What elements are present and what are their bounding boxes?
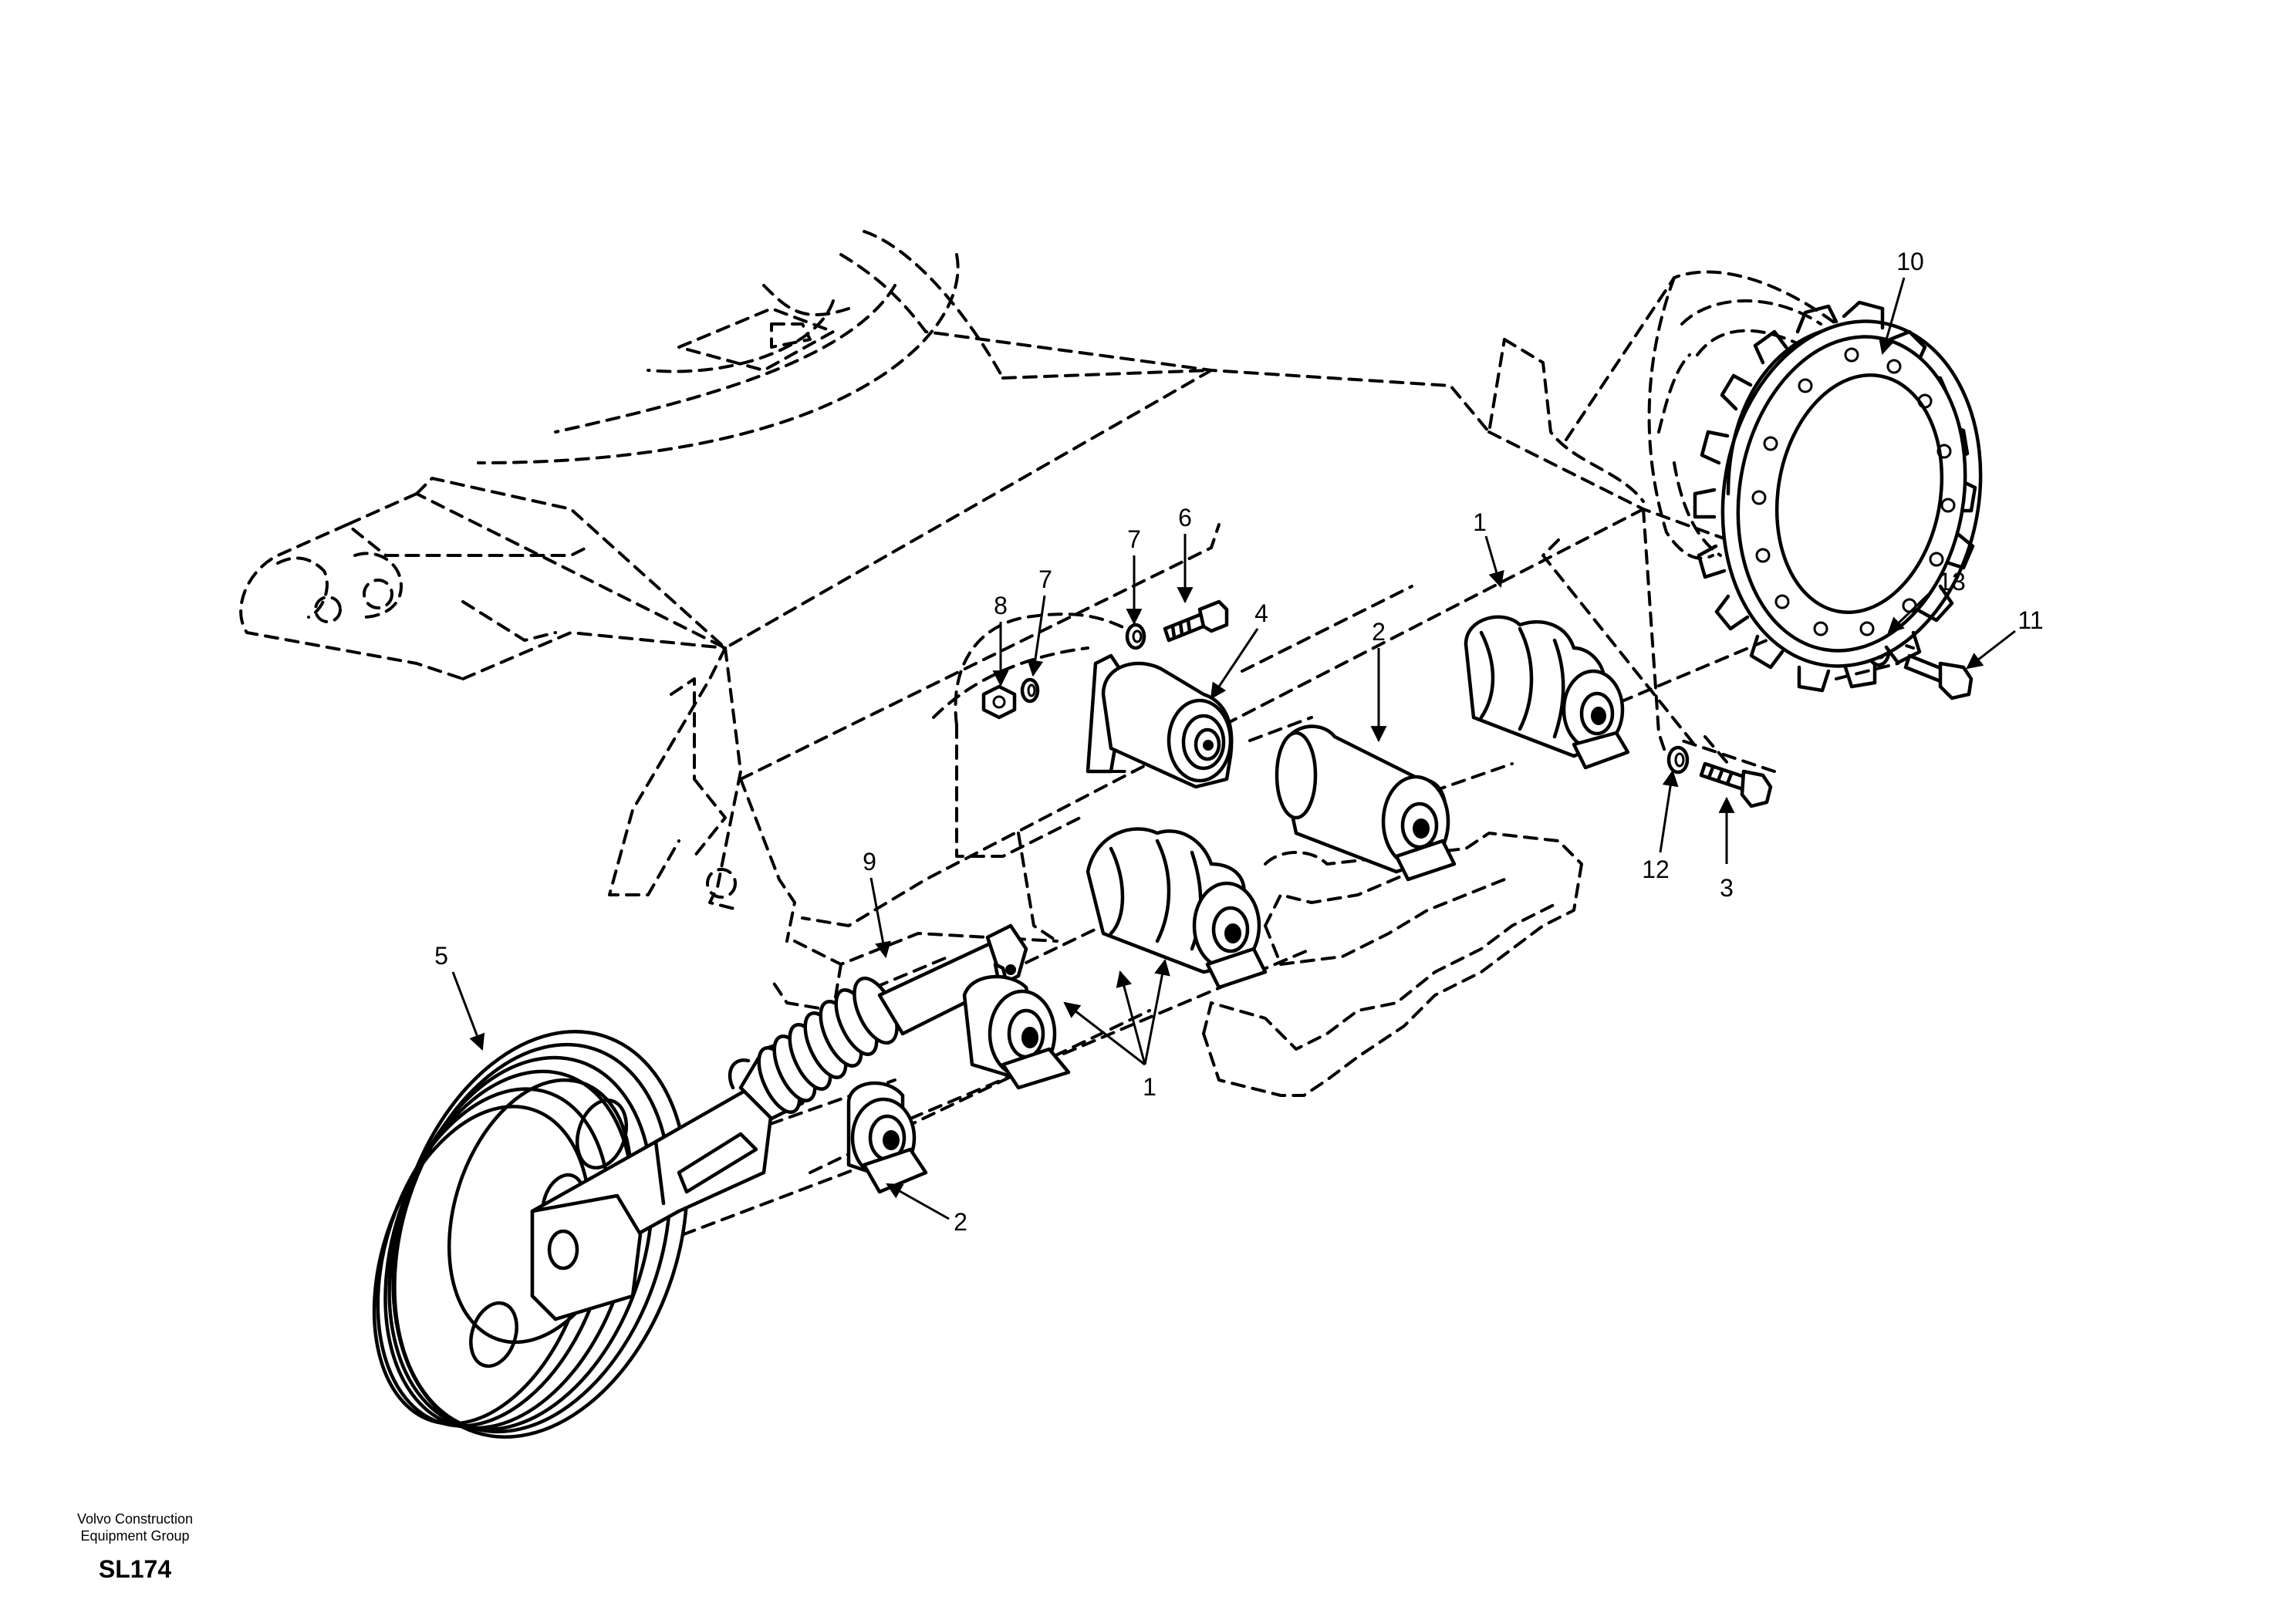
front-idler <box>372 923 1028 1439</box>
callout-numbers: 1 1 2 2 3 4 5 6 7 7 8 9 10 11 12 13 <box>434 248 2044 1236</box>
sprocket-teeth <box>1693 300 1977 693</box>
callout-1-upper: 1 <box>1473 508 1487 536</box>
bolt <box>1699 761 1773 808</box>
track-roller <box>962 974 1071 1090</box>
bolt <box>1163 599 1229 643</box>
track-roller <box>846 1081 928 1194</box>
callout-9: 9 <box>863 848 876 876</box>
footer-caption: Volvo Construction Equipment Group SL174 <box>46 1510 224 1585</box>
callout-11: 11 <box>2017 606 2043 634</box>
track-roller <box>1086 827 1268 990</box>
bolt <box>1903 653 1974 700</box>
callout-1-lower: 1 <box>1143 1073 1156 1101</box>
callout-6: 6 <box>1178 504 1192 532</box>
callout-12: 12 <box>1642 856 1670 883</box>
washer <box>1125 623 1146 650</box>
track-roller <box>1464 615 1630 770</box>
callout-7-left: 7 <box>1038 565 1052 593</box>
callout-13: 13 <box>1938 568 1966 596</box>
callout-2-upper: 2 <box>1372 618 1386 646</box>
washer <box>1666 745 1690 775</box>
callout-4: 4 <box>1254 599 1268 627</box>
undercarriage-frame-outline <box>239 230 1915 1244</box>
callout-3: 3 <box>1720 874 1734 902</box>
washer <box>1020 677 1040 704</box>
figure-code: SL174 <box>98 1555 172 1583</box>
org-name-line1: Volvo Construction <box>76 1511 194 1527</box>
callout-7-right: 7 <box>1127 525 1141 553</box>
sprocket <box>1693 300 1983 693</box>
carrier-roller <box>1086 653 1234 789</box>
callout-2-lower: 2 <box>954 1208 967 1236</box>
callout-8: 8 <box>994 592 1008 619</box>
callout-5: 5 <box>434 942 448 970</box>
org-name-line2: Equipment Group <box>80 1528 190 1544</box>
leader-lines <box>451 277 2016 1220</box>
callout-10: 10 <box>1896 248 1924 275</box>
nut <box>981 684 1017 720</box>
track-roller <box>1275 724 1457 882</box>
sprocket-bolt-holes <box>1751 347 1956 636</box>
adjuster-spring <box>757 976 899 1114</box>
